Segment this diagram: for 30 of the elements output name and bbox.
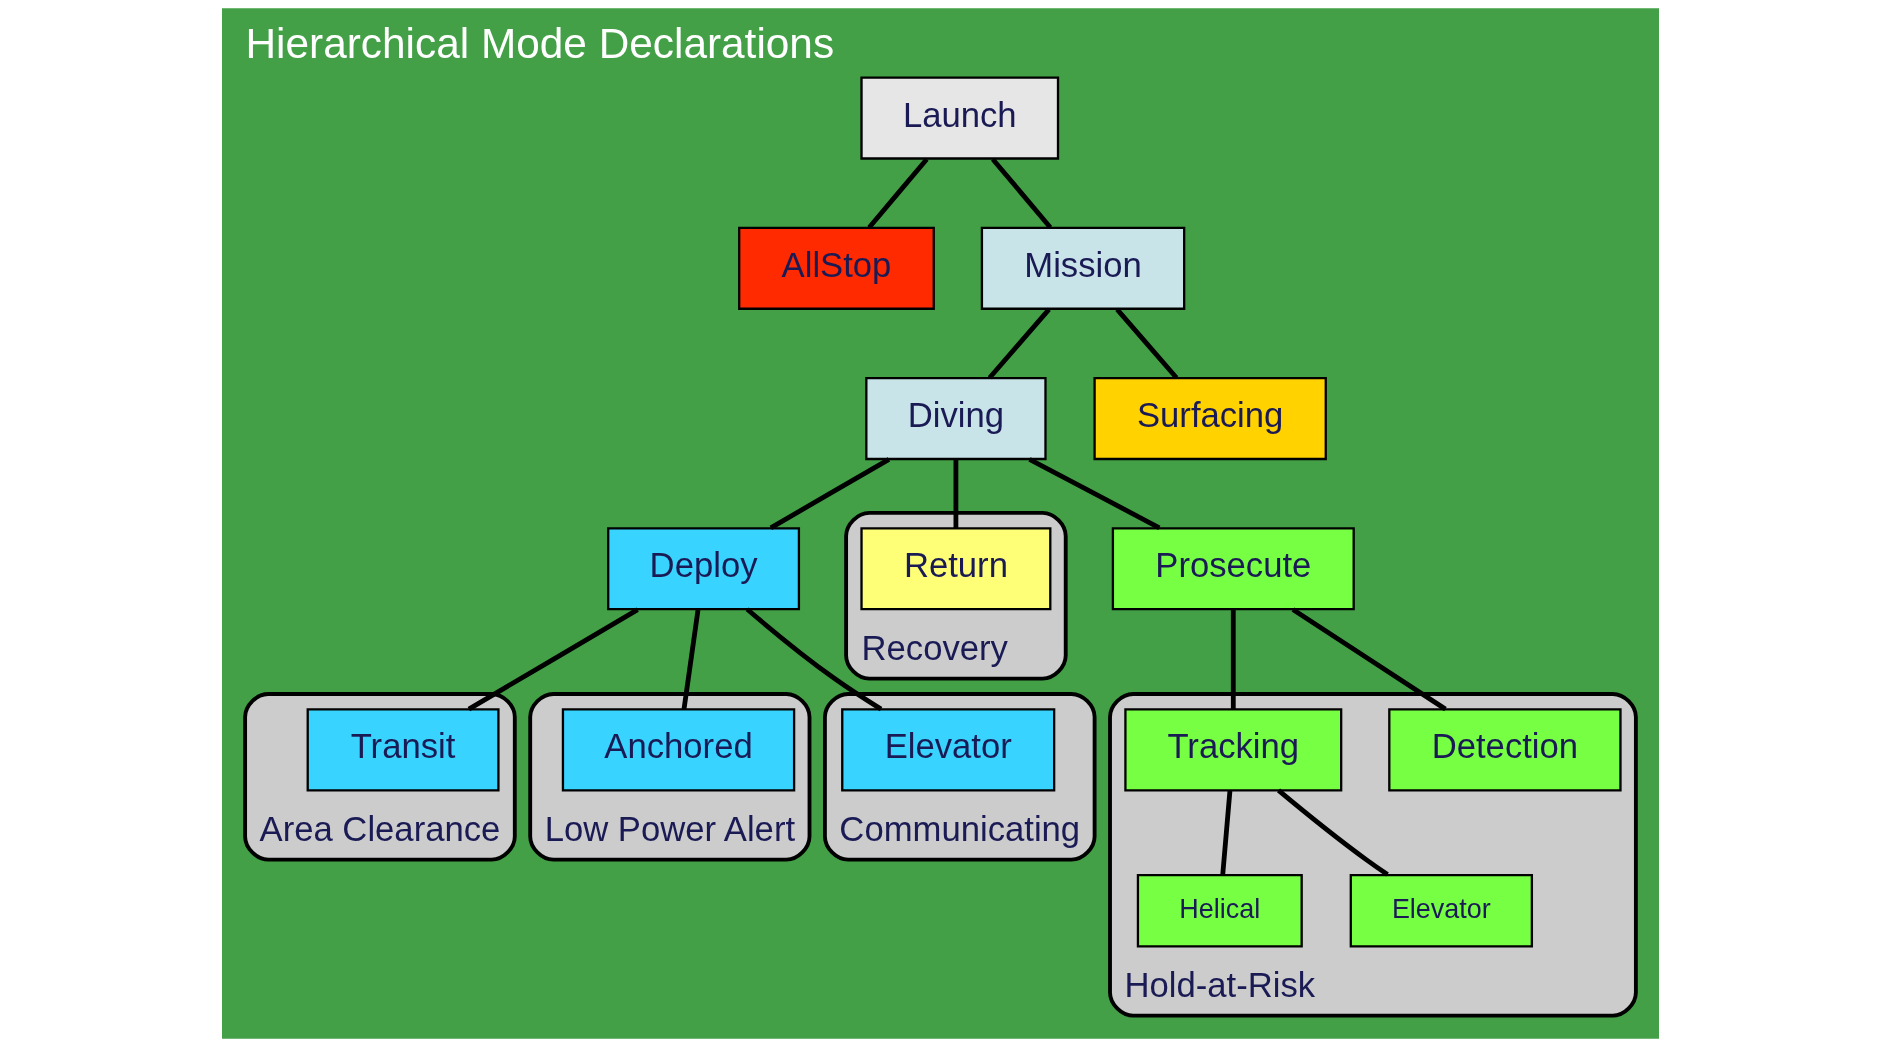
connector: [1028, 457, 1161, 530]
connector: [467, 607, 639, 712]
node-box: Elevator: [1349, 873, 1534, 948]
connector: [1230, 610, 1236, 710]
connector: [745, 607, 883, 712]
connector: [681, 609, 701, 710]
node-box: Diving: [865, 376, 1047, 461]
node-box: Mission: [980, 226, 1186, 310]
connector: [953, 459, 959, 528]
node-box: Helical: [1136, 873, 1303, 948]
node-box: Detection: [1388, 708, 1622, 792]
node-box: Return: [860, 527, 1052, 611]
node-box: Elevator: [841, 708, 1056, 792]
connector: [1291, 607, 1447, 712]
diagram-title: Hierarchical Mode Declarations: [245, 19, 835, 67]
node-box: Transit: [306, 708, 500, 792]
connector: [1115, 307, 1179, 380]
node-box: Launch: [860, 76, 1060, 160]
node-box: Deploy: [607, 527, 801, 611]
connector: [769, 457, 891, 530]
node-box: AllStop: [738, 226, 935, 310]
connector: [867, 157, 929, 230]
node-box: Tracking: [1124, 708, 1343, 792]
connector: [1277, 788, 1389, 877]
connector: [1220, 790, 1233, 875]
connector: [987, 307, 1051, 380]
node-box: Prosecute: [1111, 527, 1355, 611]
node-box: Surfacing: [1093, 376, 1327, 461]
node-box: Anchored: [561, 708, 796, 792]
connector: [990, 157, 1053, 230]
